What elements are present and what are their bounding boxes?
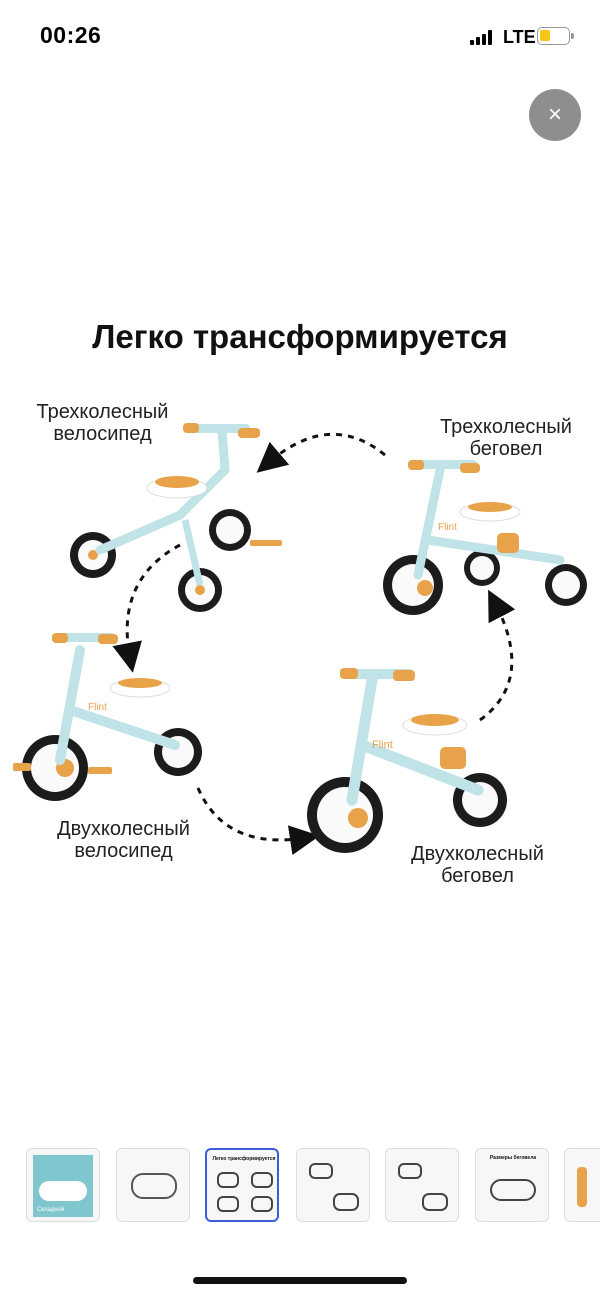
- image-title: Легко трансформируется: [92, 318, 508, 355]
- network-label: LTE: [503, 27, 536, 47]
- status-bar: 00:26 LTE: [0, 0, 600, 75]
- tricycle-balance-bike: Flint: [383, 460, 587, 615]
- label-two-balance: Двухколесный беговел: [411, 843, 544, 887]
- thumbnail-4[interactable]: [296, 1148, 370, 1222]
- svg-text:Flint: Flint: [372, 739, 393, 751]
- tricycle-bike: [70, 423, 282, 612]
- product-image[interactable]: Flint Flint Flint: [0, 380, 600, 900]
- svg-text:Flint: Flint: [88, 702, 107, 713]
- thumbnail-6[interactable]: Размеры беговела: [475, 1148, 549, 1222]
- label-tri-bike: Трехколесный велосипед: [36, 401, 169, 445]
- thumbnail-strip: Складной Легко трансформируется Размеры …: [0, 1148, 600, 1228]
- label-tri-balance: Трехколесный беговел: [440, 416, 572, 460]
- thumbnail-7[interactable]: [564, 1148, 600, 1222]
- close-icon: ×: [547, 101, 562, 128]
- arrow-bottom: [196, 787, 320, 856]
- two-wheel-bike: Flint: [13, 633, 202, 801]
- arrow-top: [256, 433, 386, 473]
- arrow-right: [479, 589, 516, 722]
- thumbnail-5[interactable]: [385, 1148, 459, 1222]
- close-button[interactable]: ×: [529, 89, 581, 141]
- label-two-bike: Двухколесный велосипед: [57, 818, 190, 862]
- home-indicator[interactable]: [193, 1277, 407, 1284]
- svg-text:Flint: Flint: [438, 522, 457, 533]
- clock: 00:26: [40, 22, 102, 48]
- two-wheel-balance-bike: Flint: [307, 668, 507, 853]
- battery-icon: [537, 27, 574, 45]
- thumbnail-3[interactable]: Легко трансформируется: [205, 1148, 279, 1222]
- thumbnail-2[interactable]: [116, 1148, 190, 1222]
- arrow-left: [112, 543, 181, 673]
- signal-icon: [470, 30, 496, 45]
- thumbnail-1[interactable]: Складной: [26, 1148, 100, 1222]
